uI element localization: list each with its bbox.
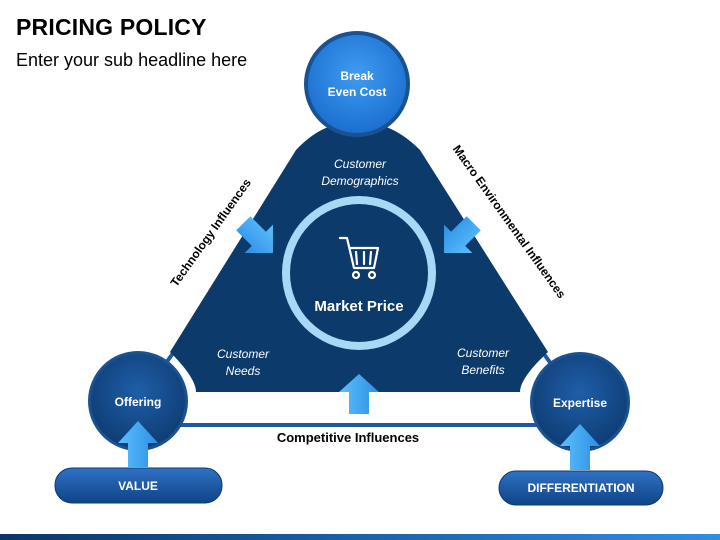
inner-label-right-2: Benefits	[461, 363, 504, 377]
arrow-right-inward	[444, 216, 481, 253]
shopping-cart-icon	[338, 236, 380, 280]
arrow-value-up	[118, 421, 158, 467]
center-label: Market Price	[314, 298, 403, 315]
node-top-label-1: Break	[340, 69, 374, 83]
node-right	[533, 355, 627, 449]
bottom-accent-bar	[0, 534, 720, 540]
inner-label-left-1: Customer	[217, 347, 270, 361]
value-pill-label: VALUE	[118, 479, 158, 493]
value-pill	[54, 467, 223, 504]
differentiation-pill-label: DIFFERENTIATION	[527, 481, 634, 495]
differentiation-pill	[498, 470, 664, 506]
arrow-bottom-inward	[339, 374, 379, 414]
inner-label-left-2: Needs	[226, 364, 261, 378]
arrow-left-inward	[236, 216, 273, 253]
competitive-influences-label: Competitive Influences	[277, 430, 419, 445]
node-right-label: Expertise	[553, 396, 607, 410]
arrow-differentiation-up	[560, 424, 600, 470]
node-top-label-2: Even Cost	[328, 85, 387, 99]
page-subtitle: Enter your sub headline here	[16, 50, 248, 70]
page-title: PRICING POLICY	[16, 14, 207, 40]
inner-label-top-1: Customer	[334, 157, 387, 171]
node-top	[308, 35, 406, 133]
node-left-label: Offering	[115, 395, 162, 409]
inner-label-right-1: Customer	[457, 346, 510, 360]
inner-label-top-2: Demographics	[321, 174, 398, 188]
node-left	[91, 354, 185, 448]
